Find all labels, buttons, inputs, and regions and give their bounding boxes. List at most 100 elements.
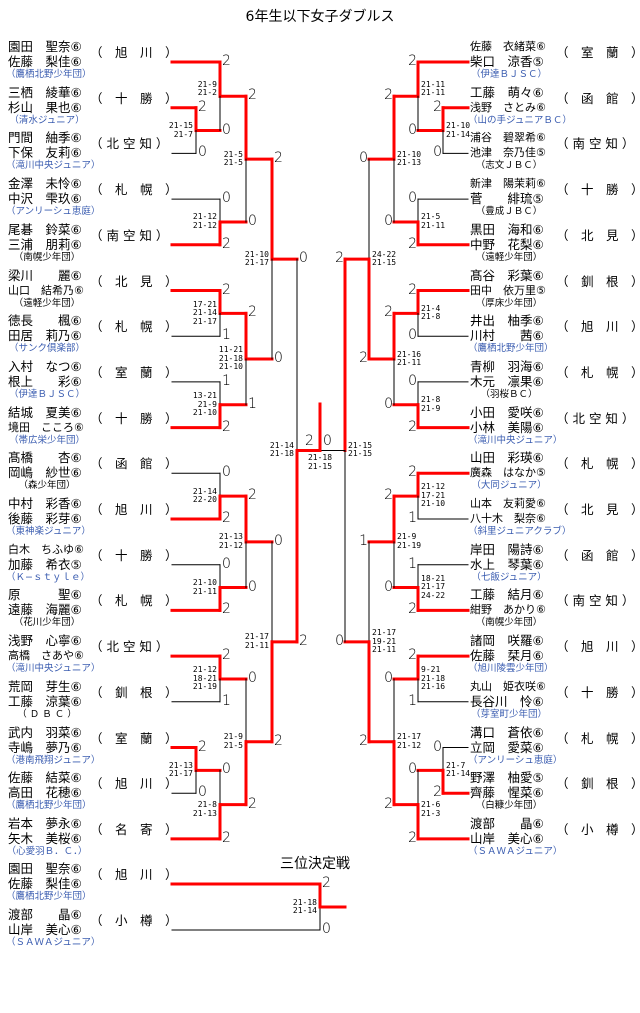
game-scores: 21-6 21-3 [421, 800, 441, 818]
team-city: （ 札 幌 ） [556, 730, 640, 746]
match-point: 0 [408, 190, 417, 207]
team-club: （滝川中央ジュニア） [468, 434, 563, 446]
match-point: 1 [408, 692, 417, 709]
match-point: 2 [198, 98, 207, 115]
team-club: （滝川中央ジュニア） [6, 663, 101, 675]
match-point: 2 [248, 304, 257, 321]
team-club: （芽室町少年団） [470, 708, 547, 720]
match-point: 0 [299, 250, 308, 267]
game-scores: 24-22 21-15 [372, 249, 397, 268]
game-scores: 21-9 21-2 [197, 79, 217, 98]
team-city: （ 十 勝 ） [556, 684, 640, 700]
team-club: （志文ＪＢＣ） [475, 160, 543, 172]
player-name: 岡嶋 紗世⑥ [8, 465, 82, 481]
team-city: （ 旭 川 ） [556, 639, 640, 655]
player-name: 原 聖⑥ [8, 587, 82, 603]
match-point: 2 [222, 53, 231, 69]
player-name: 田居 莉乃⑥ [8, 328, 82, 344]
match-point: 2 [222, 235, 231, 252]
player-name: 池津 奈乃佳⑤ [470, 146, 546, 160]
player-name: 園田 聖奈⑥ [8, 39, 82, 54]
player-name: 高田 花穂⑥ [8, 785, 82, 801]
player-name: 中沢 雫玖⑥ [8, 191, 82, 207]
player-name: 八十木 梨奈⑥ [470, 512, 546, 525]
player-name: 遠藤 海麗⑥ [8, 602, 82, 618]
player-name: 結城 夏美⑥ [8, 404, 82, 420]
game-scores: 21-10 21-13 [397, 149, 422, 168]
match-point: 0 [222, 190, 231, 207]
team-club: （サンク倶楽部） [8, 343, 85, 355]
player-name: 水上 琴葉⑥ [470, 556, 544, 572]
team-city: （ 釧 根 ） [90, 684, 178, 700]
game-scores: 17-21 21-14 21-17 [192, 299, 217, 326]
team-club: （鷹栖北野少年団） [6, 69, 92, 80]
team-club: （Ｋ−ｓｔｙｌｅ） [6, 571, 90, 583]
team-club: （厚床少年団） [475, 297, 543, 309]
match-point: 1 [359, 532, 368, 549]
player-name: 下保 友莉⑥ [8, 145, 82, 161]
player-name: 矢木 美桜⑥ [8, 830, 82, 846]
match-point: 0 [274, 532, 283, 549]
game-scores: 21-7 21-14 [446, 760, 471, 779]
team-club: （森少年団） [18, 480, 76, 492]
player-name: 溝口 蒼依⑥ [470, 724, 544, 740]
match-point: 1 [408, 555, 417, 572]
game-scores: 21-17 19-21 21-11 [372, 628, 397, 655]
team-city: （ 札 幌 ） [556, 456, 640, 472]
match-point: 0 [248, 669, 257, 686]
player-name: 門間 紬季⑥ [8, 130, 82, 146]
team-city: （ 札 幌 ） [90, 593, 178, 609]
match-point: 0 [222, 555, 231, 572]
match-point: 0 [222, 121, 231, 138]
third-place-title: 三位決定戦 [280, 856, 350, 872]
match-point: 0 [198, 144, 207, 161]
game-scores: 9-21 21-18 21-16 [421, 665, 446, 692]
match-point: 2 [384, 795, 393, 812]
match-point: 2 [222, 829, 231, 846]
match-point: 2 [408, 281, 417, 298]
player-name: 山口 結希乃⑥ [8, 283, 84, 297]
match-point: 2 [335, 250, 344, 267]
game-scores: 21-12 18-21 21-19 [192, 665, 217, 692]
game-scores: 13-21 21-9 21-10 [192, 391, 217, 417]
player-name: 徳長 楓⑥ [8, 313, 82, 329]
match-point: 0 [359, 150, 368, 167]
team-club: （豊成ＪＢＣ） [475, 206, 543, 218]
match-point: 2 [222, 281, 231, 298]
team-city: （ 北 見 ） [556, 502, 640, 517]
match-point: 2 [433, 98, 442, 115]
team-club: （鷹栖北野少年団） [6, 800, 92, 812]
player-name: 浦谷 碧翠希⑥ [470, 131, 546, 145]
match-point: 0 [335, 632, 344, 649]
match-point: 1 [222, 327, 231, 344]
team-city: （ 札 幌 ） [90, 182, 178, 198]
match-point: 2 [274, 150, 283, 167]
match-point: 2 [384, 487, 393, 504]
player-name: 髙谷 彩葉⑥ [470, 267, 544, 283]
match-point: 0 [222, 761, 231, 778]
team-club: （鷹栖北野少年団） [6, 891, 92, 902]
match-point: 0 [433, 144, 442, 161]
game-scores: 21-11 21-11 [421, 79, 446, 98]
player-name: 尾碁 鈴菜⑥ [8, 221, 82, 237]
match-point: 2 [408, 464, 417, 481]
match-point: 1 [248, 395, 257, 412]
team-club: （港南飛翔ジュニア） [6, 754, 101, 766]
team-club: （遠軽少年団） [13, 297, 81, 309]
match-point: 2 [384, 304, 393, 321]
match-point: 2 [248, 487, 257, 504]
player-name: 髙橋 杏⑥ [8, 450, 82, 466]
team-club: （心愛羽Ｂ．Ｃ．） [6, 845, 88, 857]
game-scores: 21-12 17-21 21-10 [421, 482, 446, 509]
game-scores: 21-17 21-12 [397, 732, 422, 750]
team-city: （ 小 樽 ） [556, 821, 640, 837]
player-name: 菅 緋琉⑤ [470, 191, 544, 207]
player-name: 三栖 綾華⑥ [8, 84, 82, 100]
match-point: 0 [408, 121, 417, 138]
team-city: （ 札 幌 ） [90, 319, 178, 335]
player-name: 井出 柚季⑥ [470, 313, 544, 329]
player-name: 高橋 さあや⑥ [8, 649, 84, 663]
match-point: 0 [384, 212, 393, 229]
match-point: 2 [408, 235, 417, 252]
team-city: （ 北 見 ） [556, 227, 640, 243]
